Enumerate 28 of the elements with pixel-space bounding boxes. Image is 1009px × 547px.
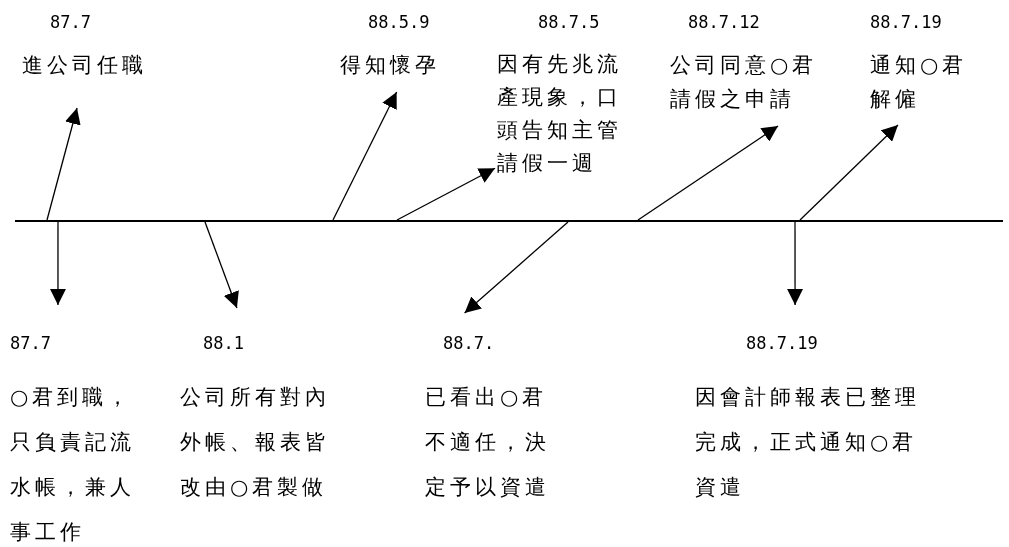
arrow [396,167,496,221]
date-label: 87.7 [10,333,51,353]
date-label: 88.5.9 [368,12,430,32]
date-label: 88.7.19 [870,12,942,32]
event-text: 因會計師報表已整理完成，正式通知○君資遣 [695,384,921,501]
arrow [637,125,779,221]
date-label: 88.1 [203,333,244,353]
event-text: ○君到職，只負責記流水帳，兼人事工作 [10,384,136,546]
date-label: 88.7. [443,333,495,353]
event-text: 已看出○君不適任，決定予以資遣 [425,384,551,501]
arrow [787,221,804,306]
date-label: 88.7.5 [538,12,600,32]
timeline-bar [15,220,1003,222]
event-text: 公司所有對內外帳、報表皆改由○君製做 [180,384,331,501]
arrow [332,91,398,221]
date-label: 87.7 [50,12,91,32]
date-label: 88.7.19 [746,333,818,353]
arrow [799,124,899,221]
arrow [204,221,239,309]
event-text: 通知○君解僱 [870,52,969,113]
event-text: 得知懷孕 [340,52,441,79]
event-text: 進公司任職 [22,52,148,79]
event-text: 因有先兆流產現象，口頭告知主管請假一週 [497,51,623,177]
arrow [49,221,66,306]
event-text: 公司同意○君請假之申請 [670,52,819,113]
arrow [46,107,81,221]
date-label: 88.7.12 [688,12,760,32]
arrow [463,221,569,314]
